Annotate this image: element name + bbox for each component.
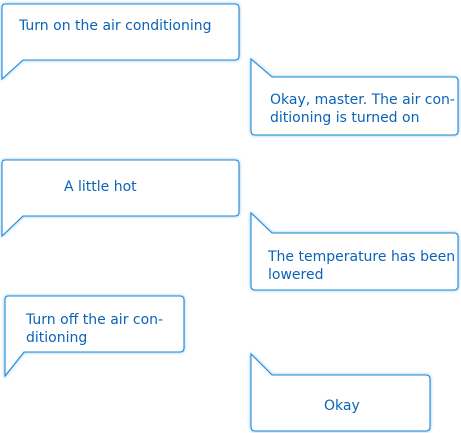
user-message-bubble: Turn off the air con- ditioning xyxy=(4,295,186,378)
user-message-bubble: Turn on the air conditioning xyxy=(1,3,241,81)
message-text: Turn on the air conditioning xyxy=(19,18,212,34)
assistant-message-bubble: Okay, master. The air con- ditioning is … xyxy=(250,57,460,136)
assistant-message-bubble: Okay xyxy=(250,352,432,433)
bubble-shape xyxy=(4,295,185,378)
message-text: Okay, master. The air con- ditioning is … xyxy=(270,92,455,126)
message-text: Turn off the air con- ditioning xyxy=(26,312,164,346)
message-text: The temperature has been lowered xyxy=(268,249,456,283)
bubble-shape xyxy=(250,352,431,432)
bubble-shape xyxy=(1,159,240,238)
bubble-shape xyxy=(1,3,240,81)
bubble-shape xyxy=(250,57,459,136)
message-text: Okay xyxy=(324,398,360,414)
user-message-bubble: A little hot xyxy=(1,159,241,238)
message-text: A little hot xyxy=(64,179,137,195)
assistant-message-bubble: The temperature has been lowered xyxy=(250,211,460,292)
bubble-shape xyxy=(250,211,459,291)
